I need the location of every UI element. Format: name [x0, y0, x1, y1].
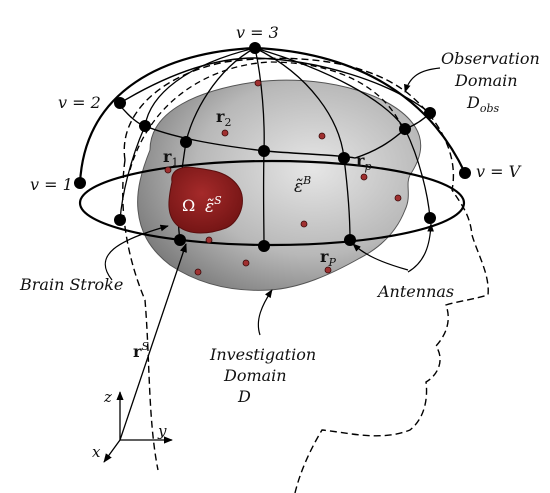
dome-dashed-back [129, 61, 406, 171]
point [164, 166, 172, 174]
label-brain-stroke: Brain Stroke [19, 275, 123, 294]
head-chin-outline [122, 159, 159, 471]
label-r2: r2 [216, 107, 231, 129]
label-rS: rS [133, 340, 149, 361]
observation-symbol: Dobs [466, 93, 499, 115]
label-v1: v = 1 [30, 175, 73, 194]
label-omega: Ω [182, 196, 195, 215]
point [205, 236, 213, 244]
point [394, 194, 402, 202]
antenna [258, 240, 270, 252]
coordinate-axes [103, 391, 173, 463]
meridian-4 [254, 47, 431, 219]
label-antennas: Antennas [376, 282, 454, 301]
brain-stroke-region [168, 166, 243, 234]
point [324, 266, 332, 274]
investigation-label-line2: Domain [223, 366, 287, 385]
point [242, 259, 250, 267]
antenna [249, 42, 261, 54]
head-outline [123, 57, 489, 493]
antenna [258, 145, 270, 157]
antenna [74, 177, 86, 189]
observation-label-line1: Observation [441, 49, 540, 68]
label-eps-background: ε̃B [294, 174, 311, 197]
antenna [399, 123, 411, 135]
position-vector-rs [119, 243, 187, 441]
investigation-symbol: D [237, 387, 251, 406]
observation-label-line2: Domain [454, 71, 518, 90]
label-vV: v = V [476, 162, 522, 181]
label-rP: rP [320, 247, 336, 269]
axis-y-label: y [157, 422, 167, 440]
antenna [180, 136, 192, 148]
measurement-points [164, 79, 402, 276]
point [360, 173, 368, 181]
investigation-label-line1: Investigation [209, 345, 316, 364]
antenna [114, 214, 126, 226]
label-v3: v = 3 [236, 23, 279, 42]
antenna [344, 234, 356, 246]
antennas [74, 42, 471, 252]
antenna [459, 167, 471, 179]
dome-inner-arc [119, 57, 431, 114]
leader-brain-stroke [104, 224, 169, 281]
label-eps-stroke: ε̃S [205, 194, 222, 217]
point [318, 132, 326, 140]
point [300, 220, 308, 228]
antenna [174, 234, 186, 246]
point [194, 268, 202, 276]
leader-investigation-domain [257, 289, 273, 336]
label-rp: rp [356, 151, 371, 173]
axis-z-label: z [103, 388, 112, 406]
antenna [424, 212, 436, 224]
leader-antenna-1 [352, 243, 409, 271]
point [221, 129, 229, 137]
antenna [114, 97, 126, 109]
antenna [338, 152, 350, 164]
antenna [424, 107, 436, 119]
antenna [139, 120, 151, 132]
axis-x-label: x [92, 443, 101, 461]
axis-x-line [103, 439, 121, 463]
leader-antenna-2 [407, 223, 434, 273]
label-v2: v = 2 [58, 93, 101, 112]
leader-observation-domain [404, 67, 441, 93]
dome-equator-ellipse [78, 159, 466, 247]
label-r1: r1 [163, 147, 178, 169]
point [254, 79, 262, 87]
